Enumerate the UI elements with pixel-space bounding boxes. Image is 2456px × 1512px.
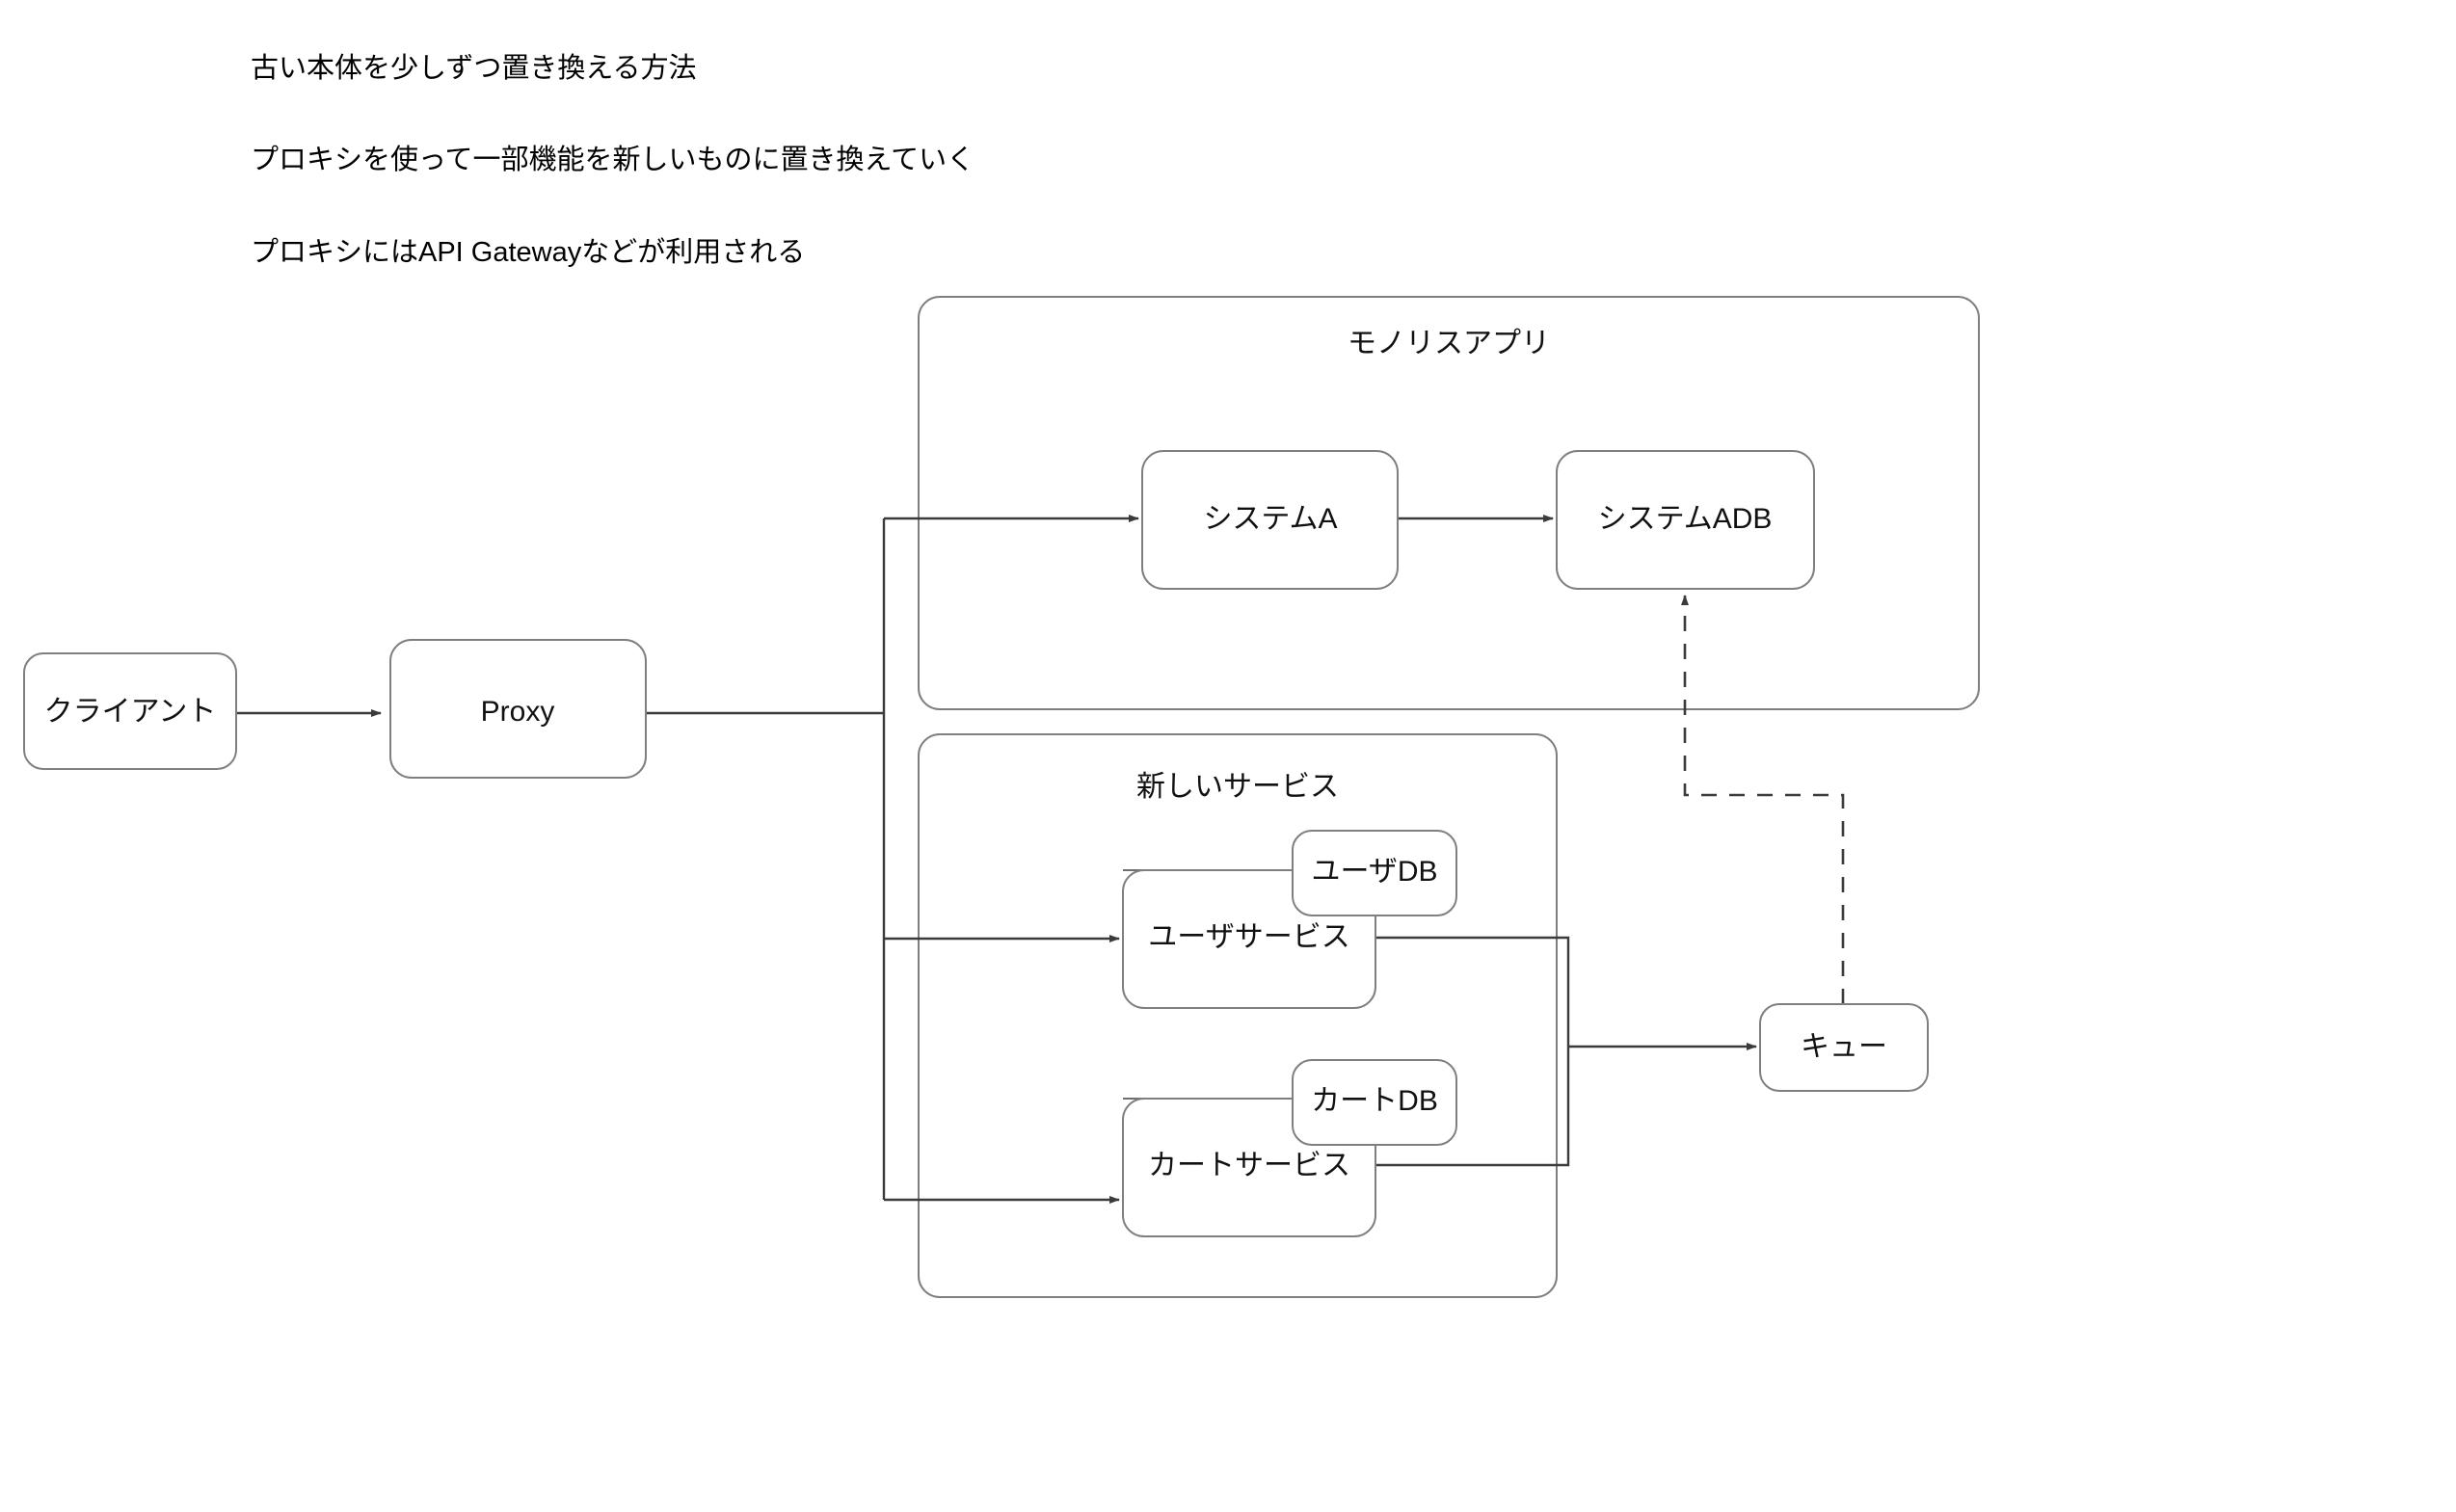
node-proxy-box[interactable] [389, 639, 647, 779]
node-cart-db[interactable]: カートDB [1292, 1059, 1457, 1146]
note-line-3: プロキシにはAPI Gatewayなどが利用される [251, 237, 806, 268]
node-queue-label: キュー [1801, 1031, 1887, 1063]
node-cart-db-box[interactable] [1292, 1059, 1457, 1146]
node-client-label: クライアント [44, 696, 217, 728]
note-line-1: 古い本体を少しずつ置き換える方法 [251, 53, 697, 84]
group-monolith-box [918, 296, 1980, 710]
node-user-service-label: ユーザサービス [1148, 921, 1349, 953]
edge-cart-service-to-queue [1374, 1047, 1570, 1167]
node-client-box[interactable] [23, 652, 237, 770]
node-system-a-box[interactable] [1141, 450, 1399, 590]
group-monolith-label: モノリスアプリ [1348, 328, 1550, 359]
node-cart-service-label: カートサービス [1148, 1150, 1350, 1181]
node-system-a[interactable]: システムA [1141, 450, 1399, 590]
node-user-db-box[interactable] [1292, 830, 1457, 916]
group-monolith: モノリスアプリ [918, 296, 1980, 710]
node-system-adb-box[interactable] [1556, 450, 1815, 590]
group-new-services-label: 新しいサービス [1136, 771, 1339, 803]
node-queue[interactable]: キュー [1759, 1003, 1929, 1092]
node-cart-db-label: カートDB [1311, 1085, 1438, 1117]
note-line-2: プロキシを使って一部機能を新しいものに置き換えていく [251, 145, 975, 175]
node-user-db[interactable]: ユーザDB [1292, 830, 1457, 916]
node-system-a-label: システムA [1203, 503, 1337, 535]
edge-user-service-to-queue [1374, 936, 1570, 1047]
node-proxy[interactable]: Proxy [389, 639, 647, 779]
edge-queue-to-system-adb [1681, 595, 1845, 1004]
node-system-adb[interactable]: システムADB [1556, 450, 1815, 590]
node-proxy-label: Proxy [481, 696, 555, 728]
node-system-adb-label: システムADB [1598, 503, 1773, 535]
node-user-db-label: ユーザDB [1311, 856, 1437, 888]
node-client[interactable]: クライアント [23, 652, 237, 770]
node-queue-box[interactable] [1759, 1003, 1929, 1092]
